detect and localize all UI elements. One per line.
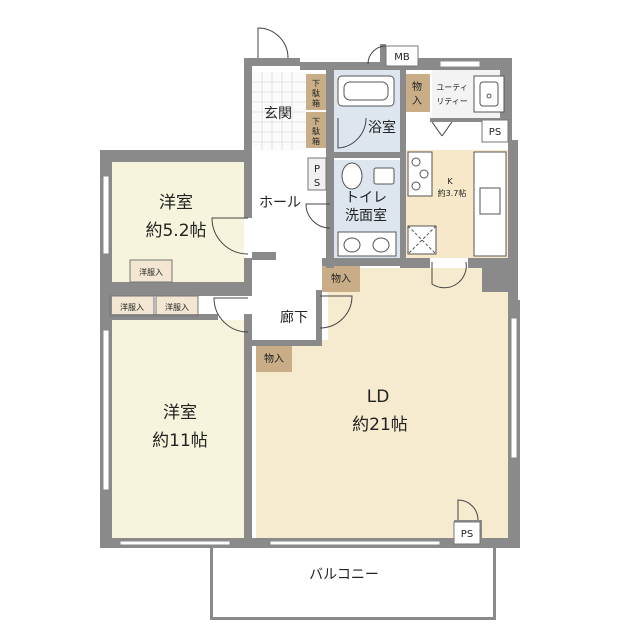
shoe-box-2-char-3: 箱 [312, 136, 320, 146]
wardrobe-label-small: 洋服入 [139, 267, 163, 277]
mb-label: MB [394, 52, 410, 63]
wardrobe-label-large-left: 洋服入 [120, 302, 144, 312]
wardrobe-small-fill [130, 260, 172, 282]
ps-label-hall-1: P [314, 164, 320, 175]
shoe-box-1-fill [306, 74, 326, 110]
storage-fills [110, 74, 430, 372]
shoe-box-2-fill [306, 112, 326, 148]
shoe-box-1-char-1: 下 [312, 79, 320, 88]
wardrobe-large-left-fill [110, 296, 154, 316]
shoe-box-1-char-2: 駄 [312, 88, 320, 98]
closet-label-hall: 物入 [331, 272, 351, 285]
ps-label-kitchen: PS [489, 127, 501, 138]
western-room-small-size: 約5.2帖 [145, 221, 206, 241]
doors [211, 27, 479, 521]
bath-label: 浴室 [368, 119, 396, 136]
washroom-label: 洗面室 [345, 207, 387, 224]
western-room-large-size: 約11帖 [152, 431, 208, 451]
closet-label-kitchen-1: 物 [412, 80, 422, 93]
ps-hall-fill [308, 158, 326, 190]
shoe-box-1-char-3: 箱 [312, 98, 320, 108]
closet-label-kitchen-2: 入 [412, 96, 422, 107]
fixtures [337, 75, 507, 257]
western-room-small-name: 洋室 [159, 193, 193, 213]
balcony-label: バルコニー [309, 567, 379, 583]
entrance-label: 玄関 [264, 105, 292, 122]
toilet-label: トイレ [345, 190, 387, 206]
kitchen-size: 約3.7帖 [438, 188, 467, 198]
ps-label-hall-2: S [314, 178, 320, 189]
hall-label: ホール [259, 195, 301, 211]
toilet-bowl [341, 162, 363, 190]
corridor-label: 廊下 [280, 309, 308, 326]
closet-ld-fill [256, 344, 292, 372]
storage-outlines [109, 45, 509, 545]
western-room-large-floor [112, 320, 244, 538]
room-labels: 洋室 約5.2帖 洋室 約11帖 LD 約21帖 K 約3.7帖 玄関 浴室 ト… [145, 83, 467, 583]
kitchen-name: K [447, 177, 453, 186]
wardrobe-label-large-right: 洋服入 [165, 302, 189, 312]
closet-label-ld: 物入 [264, 352, 284, 365]
ps-label-bottom: PS [461, 529, 473, 540]
ld-name: LD [367, 387, 390, 407]
closet-kitchen-fill [404, 74, 430, 112]
entrance-tiles [252, 72, 306, 150]
shoe-box-2-char-1: 下 [312, 117, 320, 126]
windows [102, 60, 518, 546]
storage-labels: MB PS PS P S 物入 物入 物 入 洋服入 洋服入 洋服入 下 駄 箱… [120, 52, 501, 540]
utility-label-2: リティー [436, 97, 468, 106]
shoe-box-2-char-2: 駄 [312, 126, 320, 136]
wardrobe-large-right-fill [156, 296, 198, 316]
western-room-large-name: 洋室 [163, 403, 197, 423]
ld-size: 約21帖 [352, 415, 408, 435]
closet-hall-fill [322, 264, 360, 292]
utility-label-1: ユーティ [436, 83, 468, 92]
